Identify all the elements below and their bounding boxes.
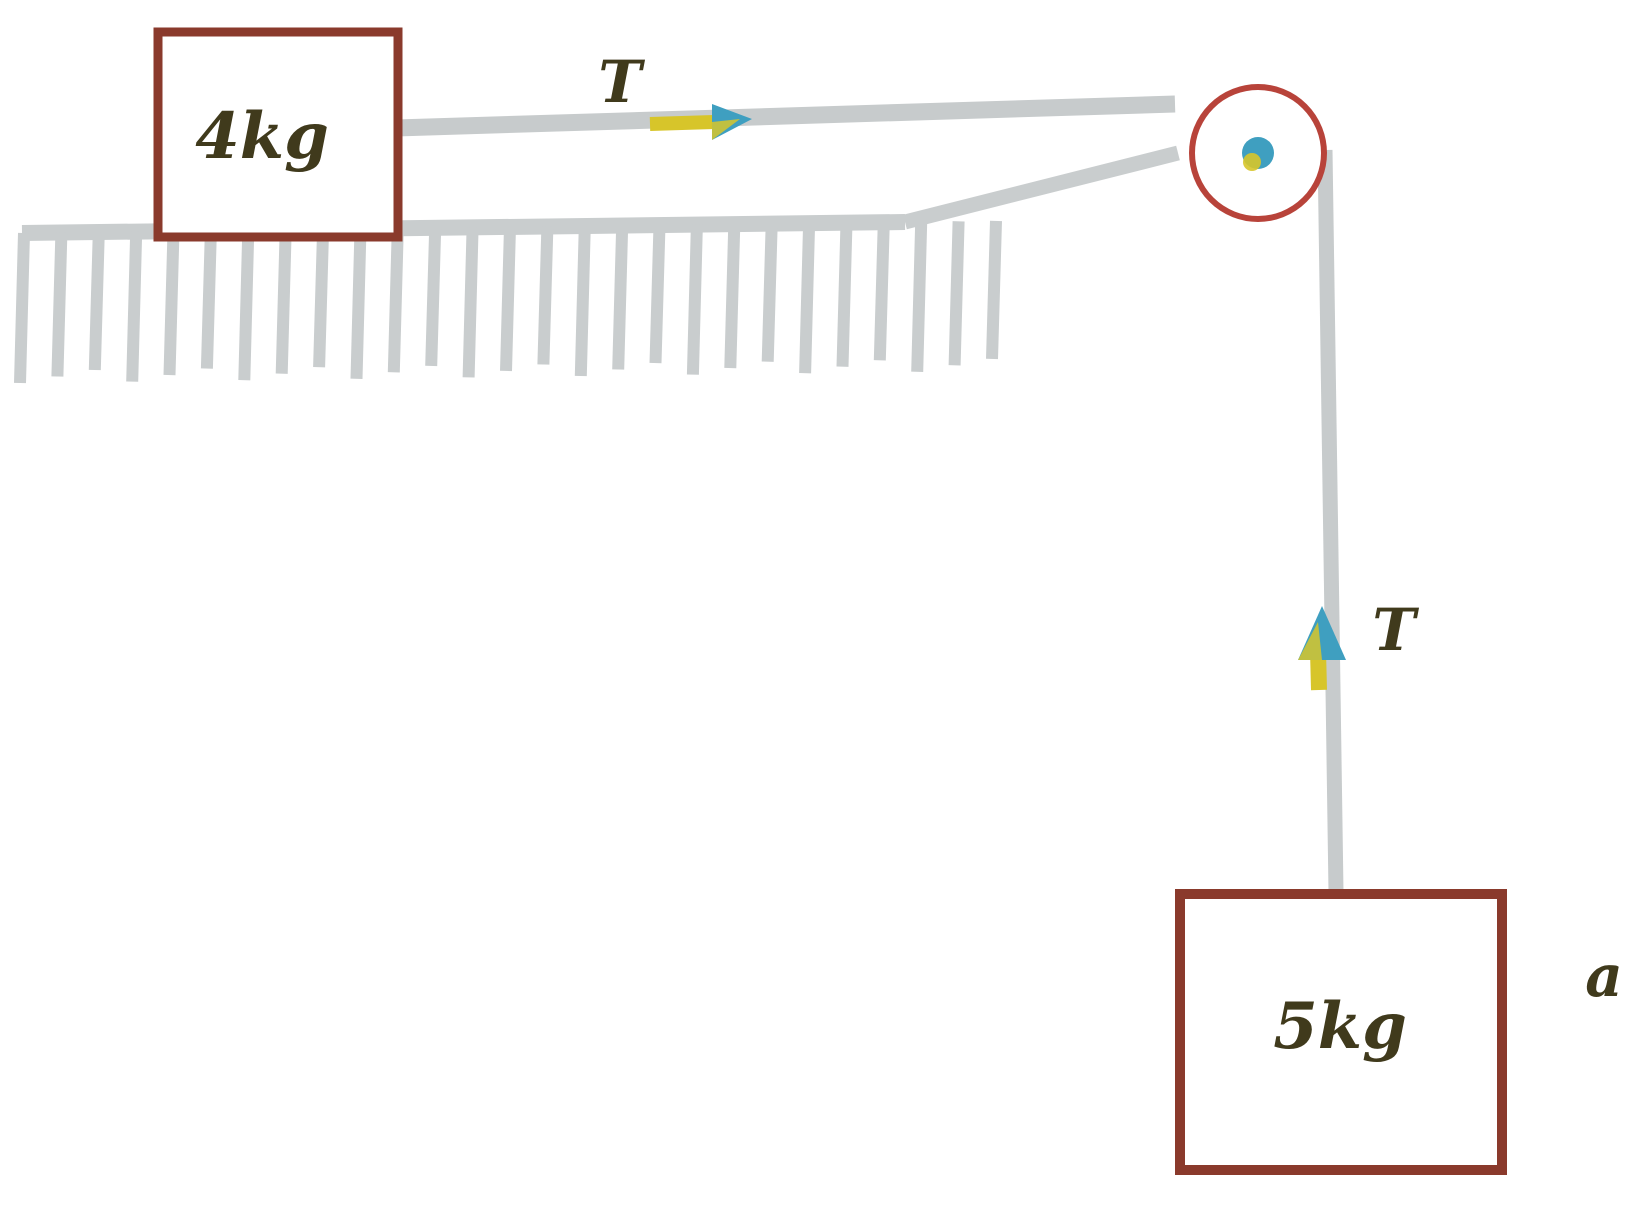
hatch-mark <box>200 230 217 369</box>
vertical-arrow-head-shade <box>1298 622 1322 660</box>
hatch-mark <box>51 232 68 377</box>
vertical-tension-arrow <box>1298 606 1346 691</box>
hatch-mark <box>948 221 965 366</box>
horizontal-tension-label: T <box>598 48 645 116</box>
hatch-mark <box>649 224 666 364</box>
hatch-mark <box>612 225 629 370</box>
hatch-mark <box>873 222 890 361</box>
hatch-mark <box>313 229 330 368</box>
hatch-mark <box>163 230 180 376</box>
hatch-mark <box>799 223 816 374</box>
hatch-mark <box>986 220 1002 360</box>
hatch-mark <box>537 226 554 365</box>
hatch-mark <box>350 228 367 379</box>
hatch-mark <box>88 231 105 371</box>
hatch-mark <box>14 232 30 384</box>
horizontal-arrow-head-shade <box>712 119 740 140</box>
hatch-mark <box>836 222 853 367</box>
vertical-string <box>1317 149 1344 893</box>
hatch-mark <box>574 225 591 377</box>
hatch-mark <box>462 227 479 378</box>
hatch-mark <box>911 221 928 372</box>
pulley-axle-highlight <box>1243 153 1261 171</box>
horizontal-string <box>395 95 1176 137</box>
pulley <box>1189 84 1327 222</box>
hanging-block-label: 5kg <box>1273 989 1407 1064</box>
hatch-mark <box>387 228 404 373</box>
ground-hatching <box>14 220 1002 384</box>
table-block-label: 4kg <box>195 99 329 174</box>
hatch-mark <box>724 223 741 369</box>
table-block: 4kg <box>153 27 403 242</box>
hanging-block-box <box>1175 889 1507 1175</box>
hatch-mark <box>425 227 442 367</box>
pulley-bracket <box>903 145 1180 230</box>
hatch-mark <box>500 226 516 372</box>
hatch-mark <box>275 229 292 374</box>
acceleration-label: a <box>1585 942 1623 1010</box>
hanging-block: 5kg <box>1175 889 1507 1175</box>
hatch-mark <box>126 231 143 382</box>
ground-surface <box>14 214 1002 384</box>
vertical-tension-label: T <box>1372 596 1419 664</box>
table-block-box <box>153 27 403 242</box>
hatch-mark <box>686 224 703 375</box>
hatch-mark <box>761 223 778 362</box>
horizontal-tension-arrow <box>649 104 752 140</box>
horizontal-arrow-tail <box>649 115 715 131</box>
hatch-mark <box>238 230 255 381</box>
